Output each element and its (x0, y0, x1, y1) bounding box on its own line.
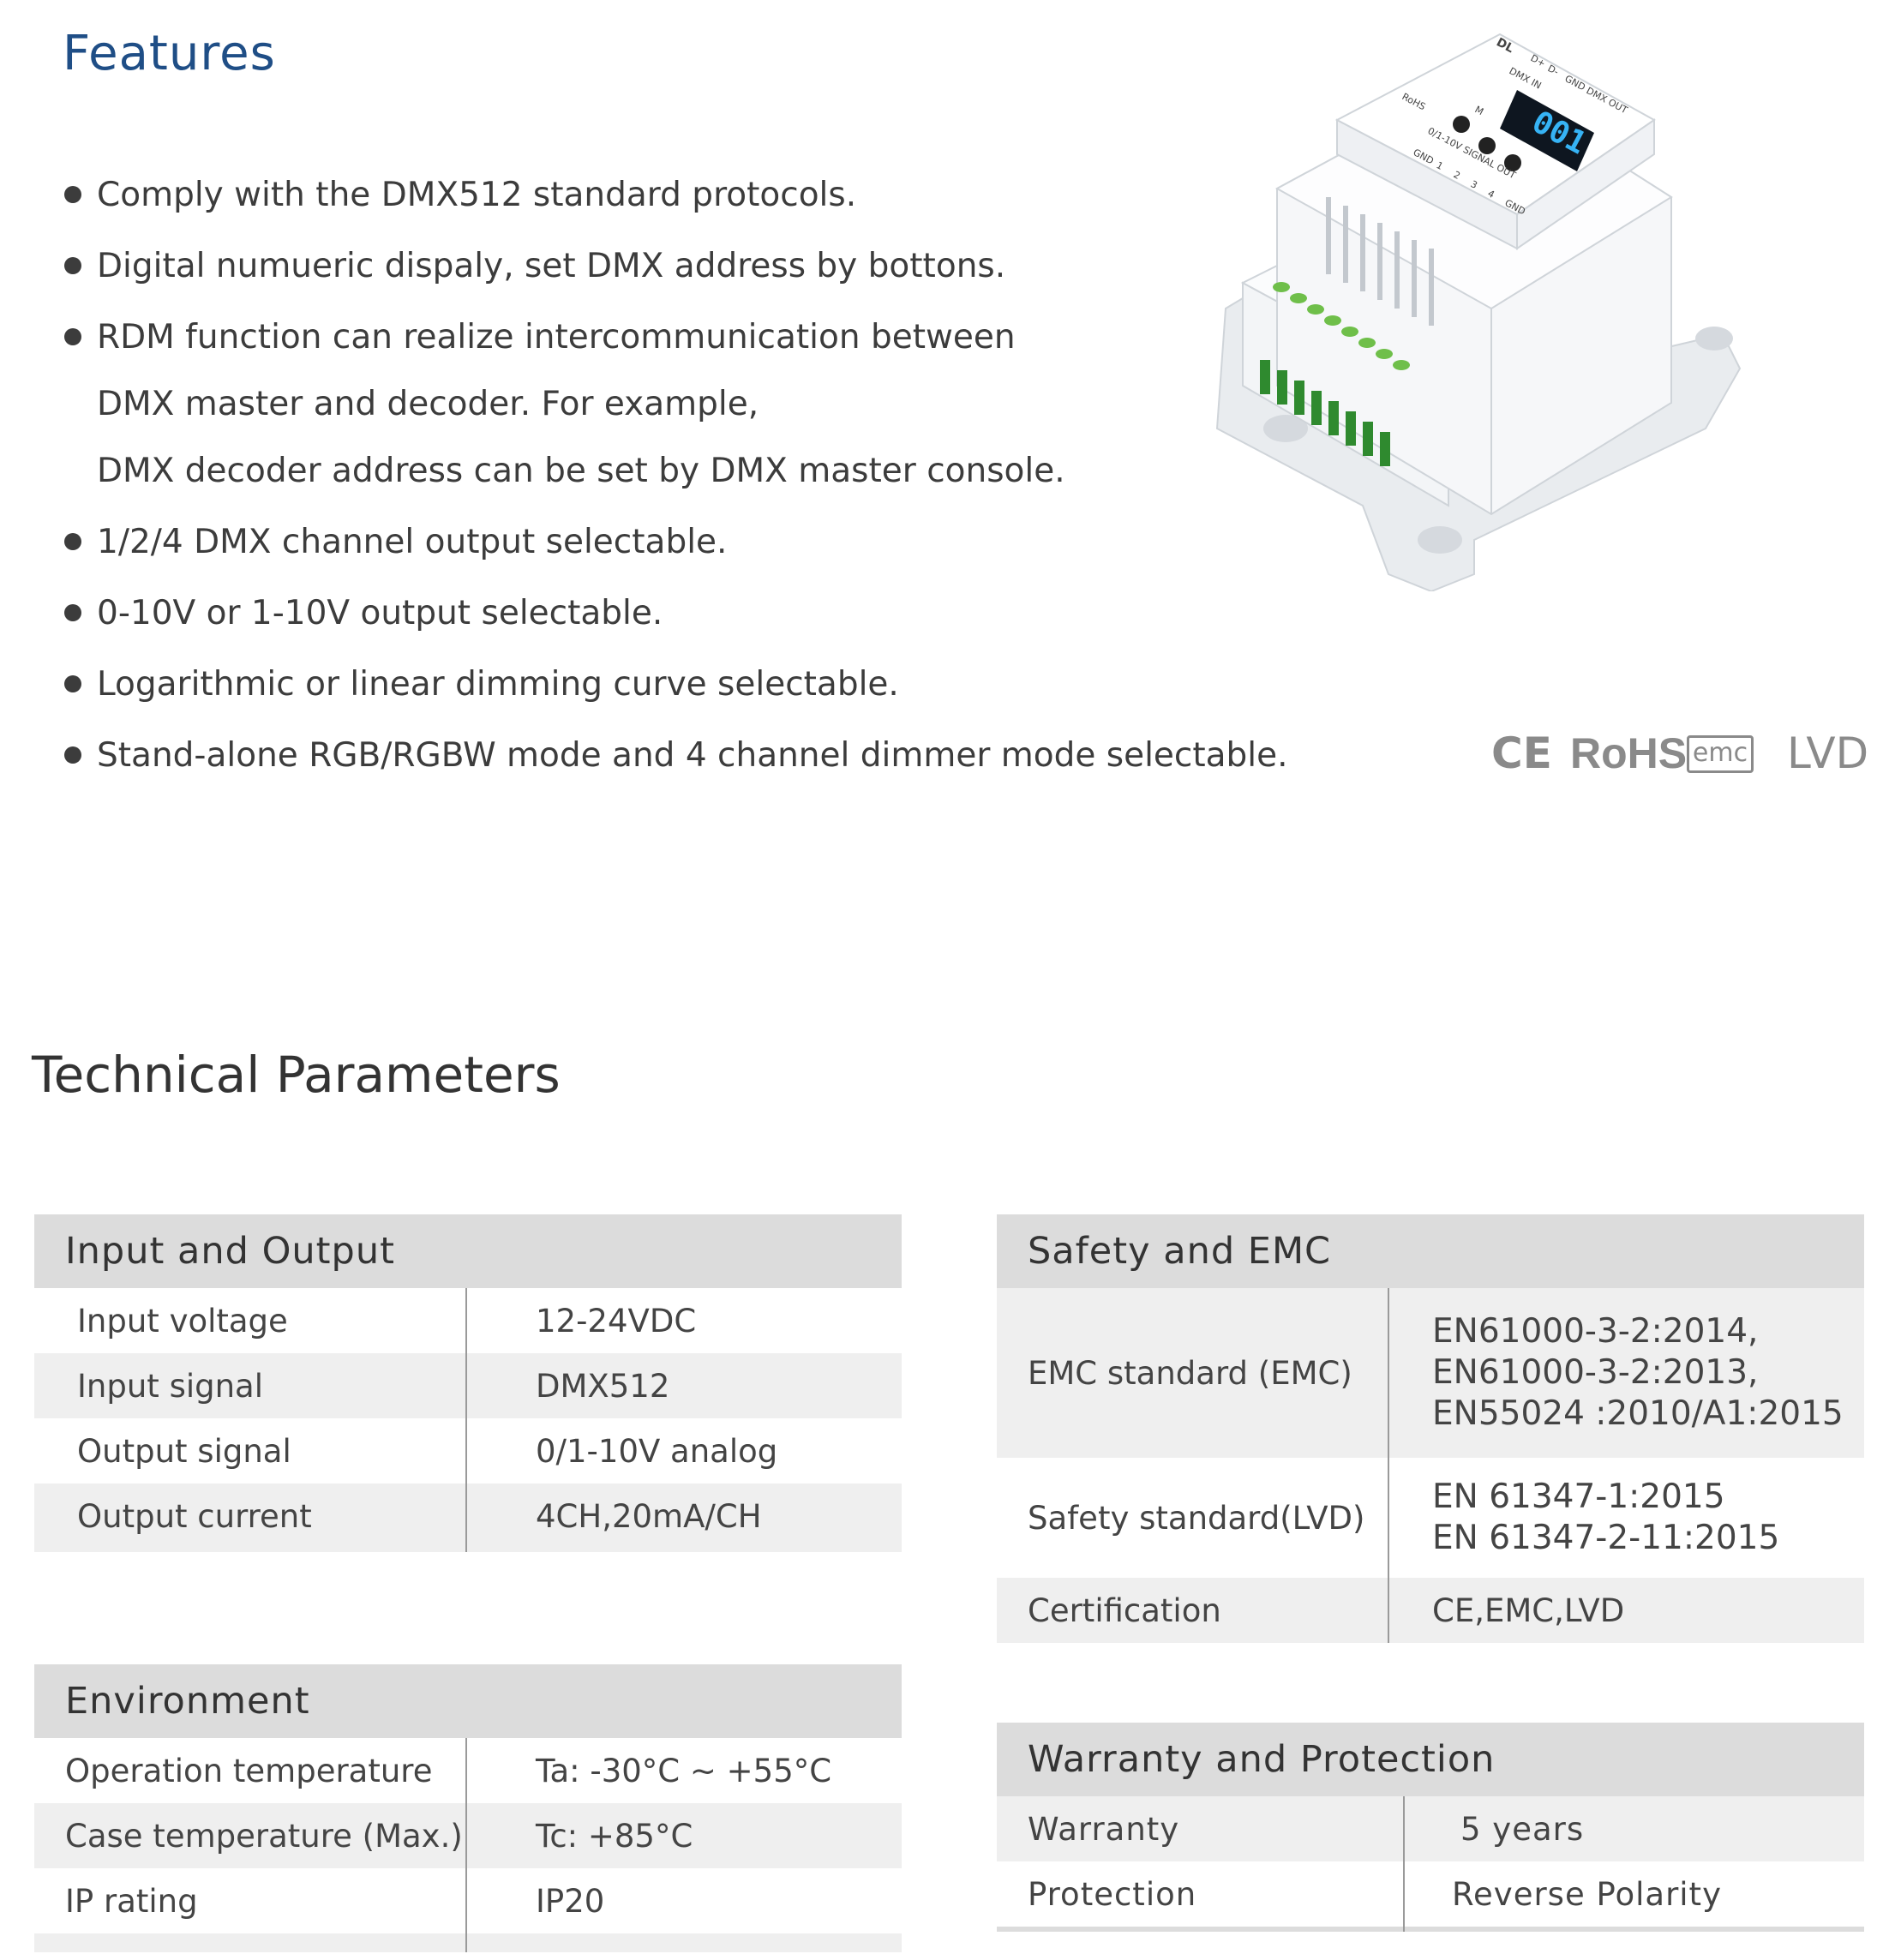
param-name: Output signal (77, 1432, 291, 1470)
param-name: Output current (77, 1497, 312, 1535)
table-row: Protection Reverse Polarity (997, 1861, 1864, 1927)
bullet-icon (64, 603, 81, 621)
param-value: 12-24VDC (536, 1302, 697, 1340)
input-output-table: Input and Output Input voltage 12-24VDC … (34, 1214, 902, 1552)
param-name: IP rating (65, 1882, 198, 1920)
table-bottom-border (997, 1927, 1864, 1932)
param-value: EN 61347-1:2015 EN 61347-2-11:2015 (1389, 1477, 1779, 1559)
lvd-mark: LVD (1787, 728, 1869, 778)
emc-mark: emc (1687, 735, 1754, 773)
param-value: DMX512 (536, 1367, 670, 1405)
param-name: Certification (1028, 1591, 1221, 1629)
table-row: IP rating IP20 (34, 1868, 902, 1933)
feature-item: 1/2/4 DMX channel output selectable. (64, 523, 727, 561)
feature-item: Logarithmic or linear dimming curve sele… (64, 665, 899, 704)
technical-parameters-title: Technical Parameters (32, 1046, 561, 1104)
lvd-standard-line: EN 61347-2-11:2015 (1432, 1519, 1780, 1557)
bullet-icon (64, 674, 81, 692)
environment-table: Environment Operation temperature Ta: -3… (34, 1664, 902, 1952)
param-name: Operation temperature (65, 1752, 433, 1789)
emc-standard-line: EN61000-3-2:2013, (1432, 1353, 1759, 1392)
table-row: Output current 4CH,20mA/CH (34, 1483, 902, 1549)
safety-emc-table: Safety and EMC EMC standard (EMC) EN6100… (997, 1214, 1864, 1643)
table-row: EMC standard (EMC) EN61000-3-2:2014, EN6… (997, 1288, 1864, 1458)
feature-item-continued: DMX decoder address can be set by DMX ma… (97, 452, 1065, 490)
bullet-icon (64, 746, 81, 764)
dmx-decoder-product-image: 001 RoHS M GND 1 2 3 4 GND D+ D- GND DM (1215, 33, 1742, 591)
param-name: Input voltage (77, 1302, 288, 1340)
lvd-standard-line: EN 61347-1:2015 (1432, 1477, 1725, 1516)
feature-item: 0-10V or 1-10V output selectable. (64, 594, 663, 632)
rohs-mark: RoHS (1570, 729, 1688, 777)
table-row: Operation temperature Ta: -30°C ~ +55°C (34, 1738, 902, 1803)
column-divider (465, 1288, 467, 1552)
safety-emc-header: Safety and EMC (997, 1214, 1864, 1288)
emc-standard-line: EN61000-3-2:2014, (1432, 1312, 1759, 1351)
table-row: Warranty 5 years (997, 1796, 1864, 1861)
column-divider (1388, 1288, 1389, 1643)
environment-header: Environment (34, 1664, 902, 1738)
param-value: Ta: -30°C ~ +55°C (536, 1752, 832, 1789)
param-name: Input signal (77, 1367, 264, 1405)
ce-mark: CE (1491, 728, 1552, 778)
column-divider (465, 1738, 467, 1952)
bullet-icon (64, 532, 81, 550)
param-value: 4CH,20mA/CH (536, 1497, 762, 1535)
bullet-icon (64, 185, 81, 203)
table-row: Case temperature (Max.) Tc: +85°C (34, 1803, 902, 1868)
table-row: Input voltage 12-24VDC (34, 1288, 902, 1353)
table-row: Safety standard(LVD) EN 61347-1:2015 EN … (997, 1458, 1864, 1578)
feature-item: Comply with the DMX512 standard protocol… (64, 176, 856, 214)
table-row: Output signal 0/1-10V analog (34, 1418, 902, 1483)
param-name: EMC standard (EMC) (1028, 1354, 1352, 1392)
param-name: Case temperature (Max.) (65, 1817, 463, 1855)
label-d-minus: D- (1546, 63, 1561, 77)
bullet-icon (64, 327, 81, 345)
feature-item-continued: DMX master and decoder. For example, (97, 385, 759, 423)
param-value: Tc: +85°C (536, 1817, 693, 1855)
param-name: Protection (1028, 1875, 1197, 1913)
param-value: 0/1-10V analog (536, 1432, 778, 1470)
feature-item: RDM function can realize intercommunicat… (64, 318, 1016, 357)
param-value: Reverse Polarity (1452, 1875, 1722, 1913)
table-row: Certification CE,EMC,LVD (997, 1578, 1864, 1643)
param-name: Safety standard(LVD) (1028, 1499, 1365, 1537)
table-bottom-border (34, 1549, 902, 1552)
bullet-icon (64, 256, 81, 274)
features-title: Features (63, 26, 276, 81)
table-row: Input signal DMX512 (34, 1353, 902, 1418)
input-output-header: Input and Output (34, 1214, 902, 1288)
emc-standard-line: EN55024 :2010/A1:2015 (1432, 1394, 1844, 1433)
warranty-header: Warranty and Protection (997, 1723, 1864, 1796)
table-bottom-border (34, 1933, 902, 1952)
param-value: CE,EMC,LVD (1432, 1591, 1625, 1629)
param-value: IP20 (536, 1882, 605, 1920)
param-value: 5 years (1460, 1810, 1585, 1848)
feature-item: Digital numueric dispaly, set DMX addres… (64, 247, 1005, 285)
feature-item: Stand-alone RGB/RGBW mode and 4 channel … (64, 736, 1288, 775)
param-value: EN61000-3-2:2014, EN61000-3-2:2013, EN55… (1389, 1311, 1844, 1435)
column-divider (1403, 1796, 1405, 1932)
param-name: Warranty (1028, 1810, 1180, 1848)
warranty-table: Warranty and Protection Warranty 5 years… (997, 1723, 1864, 1932)
